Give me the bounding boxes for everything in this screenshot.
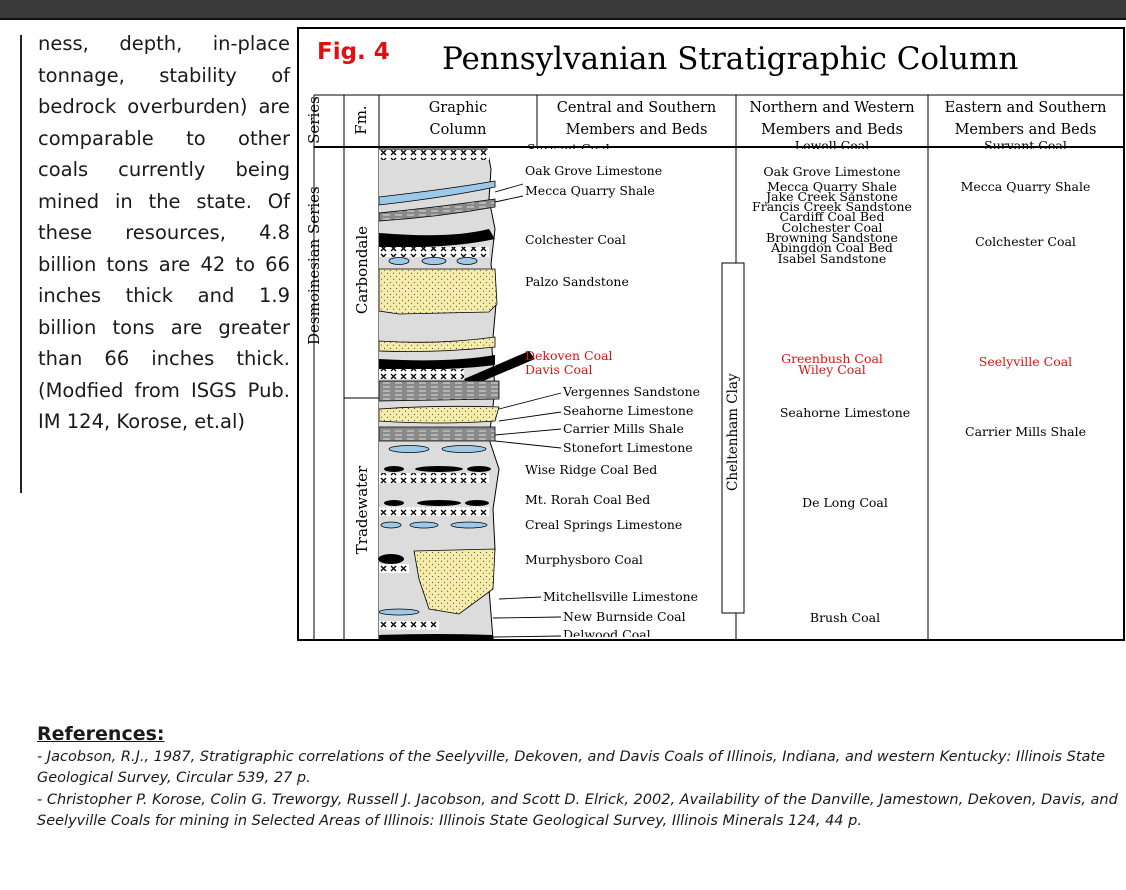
central-label-survant: Survant Coal (527, 141, 610, 149)
eastern-label-seelyville: Seelyville Coal (978, 354, 1073, 369)
formation-tradewater: Tradewater (353, 465, 371, 555)
eastern-label-carrier-mills: Carrier Mills Shale (965, 424, 1086, 439)
header-eastern-line1: Eastern and Southern (944, 100, 1107, 116)
header-northern: Northern and Western Members and Beds (736, 97, 928, 141)
figure-label: Fig. 4 (317, 39, 390, 65)
cheltenham-clay-label: Cheltenham Clay (725, 373, 741, 491)
eastern-label-survant: Survant Coal (984, 141, 1067, 149)
stratigraphic-figure: Fig. 4 Pennsylvanian Stratigraphic Colum… (297, 27, 1125, 641)
northern-label-seahorne: Seahorne Limestone (779, 405, 911, 420)
northern-label-jake-creek: Jake Creek Sanstone (766, 189, 898, 204)
northern-label-mecca-quarry: Mecca Quarry Shale (767, 179, 897, 194)
northern-label-brush: Brush Coal (809, 610, 881, 625)
figure-title: Pennsylvanian Stratigraphic Column (442, 41, 1019, 77)
central-label-delwood: Delwood Coal (563, 627, 651, 637)
header-eastern-line2: Members and Beds (954, 122, 1097, 138)
left-margin-rule (20, 35, 22, 493)
header-central-line1: Central and Southern (556, 100, 717, 116)
reference-item: - Jacobson, R.J., 1987, Stratigraphic co… (37, 749, 1106, 786)
reference-item: - Christopher P. Korose, Colin G. Trewor… (37, 792, 1118, 829)
series-name: Desmoinesian Series (305, 186, 323, 345)
formation-carbondale: Carbondale (353, 225, 371, 315)
central-label-mitchellsville: Mitchellsville Limestone (543, 589, 699, 604)
header-graphic-line2: Column (429, 122, 487, 138)
top-banner (0, 0, 1126, 20)
central-label-wise-ridge: Wise Ridge Coal Bed (525, 462, 658, 477)
header-series: Series (305, 96, 323, 144)
central-label-seahorne: Seahorne Limestone (563, 403, 694, 418)
central-label-vergennes: Vergennes Sandstone (563, 384, 701, 399)
central-label-palzo: Palzo Sandstone (525, 274, 629, 289)
header-graphic-line1: Graphic (428, 100, 488, 116)
header-central: Central and Southern Members and Beds (537, 97, 736, 141)
header-central-line2: Members and Beds (565, 122, 708, 138)
central-label-colchester: Colchester Coal (525, 232, 626, 247)
header-northern-line2: Members and Beds (761, 122, 903, 138)
northern-label-isabel: Isabel Sandstone (777, 251, 887, 266)
northern-label-lowell: Lowell Coal (794, 141, 870, 149)
body-paragraph: ness, depth, in-place tonnage, stability… (38, 32, 290, 433)
header-fm: Fm. (352, 105, 370, 135)
central-label-davis: Davis Coal (525, 362, 593, 377)
central-label-creal-springs: Creal Springs Limestone (525, 517, 683, 532)
eastern-label-mecca-quarry: Mecca Quarry Shale (960, 179, 1091, 194)
central-label-mecca-quarry: Mecca Quarry Shale (525, 183, 655, 198)
header-eastern: Eastern and Southern Members and Beds (928, 97, 1123, 141)
stratigraphic-column-graphic (313, 94, 1123, 639)
header-graphic-column: Graphic Column (379, 97, 537, 141)
header-northern-line1: Northern and Western (749, 100, 915, 116)
central-label-oak-grove: Oak Grove Limestone (525, 163, 663, 178)
northern-label-browning: Browning Sandstone (766, 230, 898, 245)
references-title: References: (37, 723, 165, 745)
northern-label-greenbush: Greenbush Coal (781, 351, 883, 366)
central-label-dekoven: Dekoven Coal (525, 348, 613, 363)
central-label-new-burnside: New Burnside Coal (563, 609, 686, 624)
northern-label-de-long: De Long Coal (802, 495, 888, 510)
central-label-mt-rorah: Mt. Rorah Coal Bed (525, 492, 651, 507)
central-label-murphysboro: Murphysboro Coal (525, 552, 643, 567)
northern-label-oak-grove: Oak Grove Limestone (763, 164, 901, 179)
northern-label-colchester: Colchester Coal (781, 220, 883, 235)
northern-label-abingdon: Abingdon Coal Bed (771, 240, 893, 255)
northern-label-francis-creek: Francis Creek Sandstone (752, 199, 912, 214)
northern-label-wiley: Wiley Coal (798, 362, 866, 377)
central-label-carrier-mills: Carrier Mills Shale (563, 421, 684, 436)
northern-label-cardiff: Cardiff Coal Bed (779, 209, 885, 224)
central-label-stonefort: Stonefort Limestone (563, 440, 693, 455)
eastern-label-colchester: Colchester Coal (975, 234, 1076, 249)
references-section: References: - Jacobson, R.J., 1987, Stra… (37, 723, 1126, 831)
